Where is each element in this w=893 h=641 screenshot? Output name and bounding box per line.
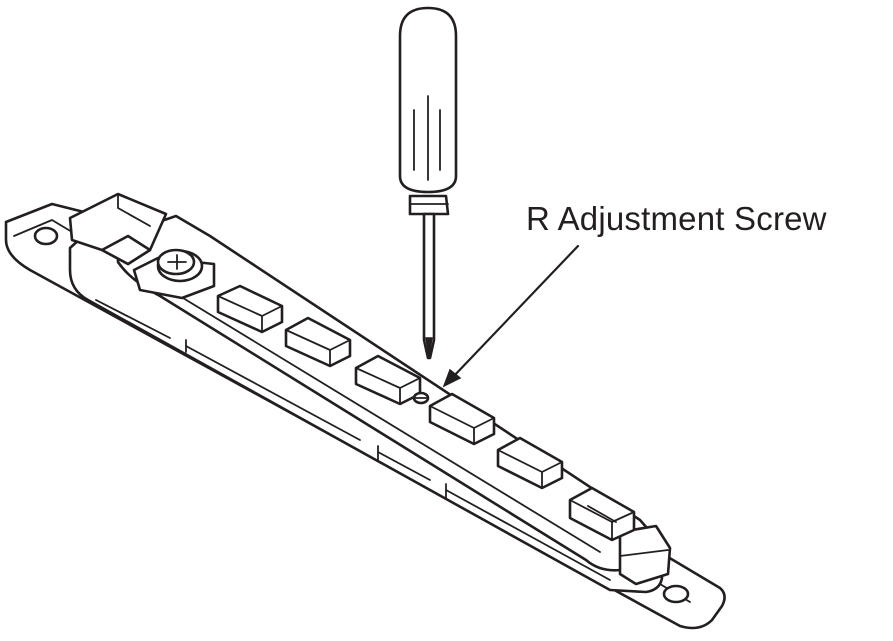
key-pad-1 [216, 284, 284, 334]
key-pad-2 [284, 316, 352, 368]
callout-label: R Adjustment Screw [526, 200, 827, 237]
key-pad-5 [496, 436, 564, 490]
callout-leader [442, 244, 580, 388]
key-pad-4 [428, 392, 496, 446]
phillips-screw-icon [156, 248, 204, 283]
r-adjustment-screw [412, 391, 430, 405]
screwdriver-icon [398, 6, 458, 360]
key-pad-6 [568, 486, 636, 542]
key-pads [216, 284, 636, 542]
adjuster-bar [4, 202, 726, 630]
